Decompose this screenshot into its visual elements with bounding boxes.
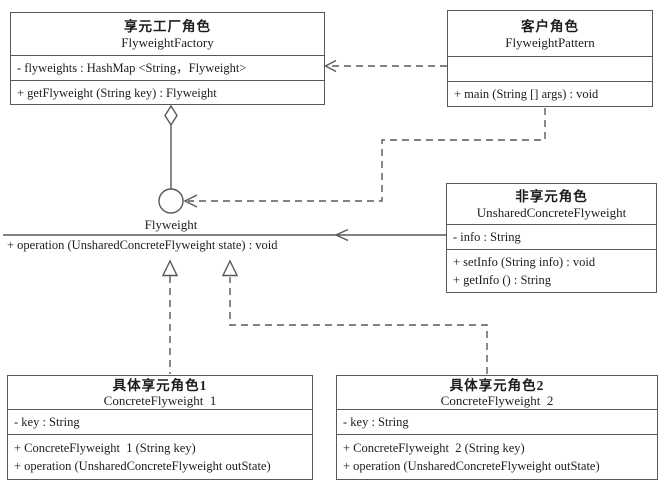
class-attributes-empty (448, 56, 652, 81)
open-arrowhead-icon (323, 59, 337, 73)
attribute: - info : String (453, 230, 521, 244)
interface-operation-label: + operation (UnsharedConcreteFlyweight s… (7, 238, 278, 252)
class-methods: + getFlyweight (String key) : Flyweight (11, 80, 324, 104)
attribute: - key : String (14, 415, 80, 429)
method: + operation (UnsharedConcreteFlyweight o… (343, 459, 600, 473)
class-attributes: - key : String (8, 409, 312, 434)
class-title: 客户角色 FlyweightPattern (448, 11, 652, 56)
class-title-cn: 具体享元角色1 (112, 377, 208, 393)
class-title-en: FlyweightPattern (505, 34, 595, 50)
class-title-en: ConcreteFlyweight 2 (440, 392, 554, 408)
class-title-cn: 具体享元角色2 (449, 377, 545, 393)
class-box-concrete-flyweight-2: 具体享元角色2 ConcreteFlyweight 2 - key : Stri… (336, 375, 658, 480)
method: + ConcreteFlyweight 1 (String key) (14, 441, 196, 455)
class-box-flyweight-pattern-client: 客户角色 FlyweightPattern + main (String [] … (447, 10, 653, 107)
class-box-unshared-concrete-flyweight: 非享元角色 UnsharedConcreteFlyweight - info :… (446, 183, 657, 293)
realization-concrete1-arrow (161, 259, 179, 374)
class-methods: + main (String [] args) : void (448, 81, 652, 106)
class-attributes: - info : String (447, 224, 656, 249)
class-attributes: - flyweights : HashMap <String，Flyweight… (11, 55, 324, 80)
class-title-en: FlyweightFactory (121, 35, 214, 50)
class-attributes: - key : String (337, 409, 657, 434)
method: + main (String [] args) : void (454, 87, 599, 101)
class-title: 具体享元角色1 ConcreteFlyweight 1 (8, 376, 312, 409)
aggregation-factory-to-flyweight (158, 104, 184, 214)
method: + ConcreteFlyweight 2 (String key) (343, 441, 525, 455)
attribute: - flyweights : HashMap <String，Flyweight… (17, 61, 247, 75)
class-box-concrete-flyweight-1: 具体享元角色1 ConcreteFlyweight 1 - key : Stri… (7, 375, 313, 480)
hollow-triangle-arrowhead-icon (221, 259, 239, 277)
interface-name-label: Flyweight (144, 217, 198, 232)
class-box-flyweight-factory: 享元工厂角色 FlyweightFactory - flyweights : H… (10, 12, 325, 105)
aggregation-diamond-icon (164, 104, 178, 127)
dependency-client-to-factory-arrow (323, 59, 447, 73)
hollow-triangle-arrowhead-icon (161, 259, 179, 277)
class-title: 具体享元角色2 ConcreteFlyweight 2 (337, 376, 657, 409)
class-title: 非享元角色 UnsharedConcreteFlyweight (447, 184, 656, 224)
class-title-en: ConcreteFlyweight 1 (103, 392, 217, 408)
method: + operation (UnsharedConcreteFlyweight o… (14, 459, 271, 473)
class-title-cn: 享元工厂角色 (124, 19, 211, 34)
method: + getInfo () : String (453, 273, 552, 287)
attribute: - key : String (343, 415, 409, 429)
open-arrowhead-icon (334, 228, 349, 242)
open-arrowhead-icon (183, 194, 198, 208)
class-title-en: UnsharedConcreteFlyweight (476, 205, 627, 220)
class-title: 享元工厂角色 FlyweightFactory (11, 13, 324, 55)
class-methods: + ConcreteFlyweight 2 (String key) + ope… (337, 434, 657, 479)
interface-lollipop-circle-icon (158, 188, 184, 214)
class-title-cn: 非享元角色 (515, 189, 588, 204)
method: + setInfo (String info) : void (453, 255, 596, 269)
class-title-cn: 客户角色 (521, 18, 579, 34)
class-methods: + setInfo (String info) : void + getInfo… (447, 249, 656, 292)
method: + getFlyweight (String key) : Flyweight (17, 85, 217, 100)
class-methods: + ConcreteFlyweight 1 (String key) + ope… (8, 434, 312, 479)
